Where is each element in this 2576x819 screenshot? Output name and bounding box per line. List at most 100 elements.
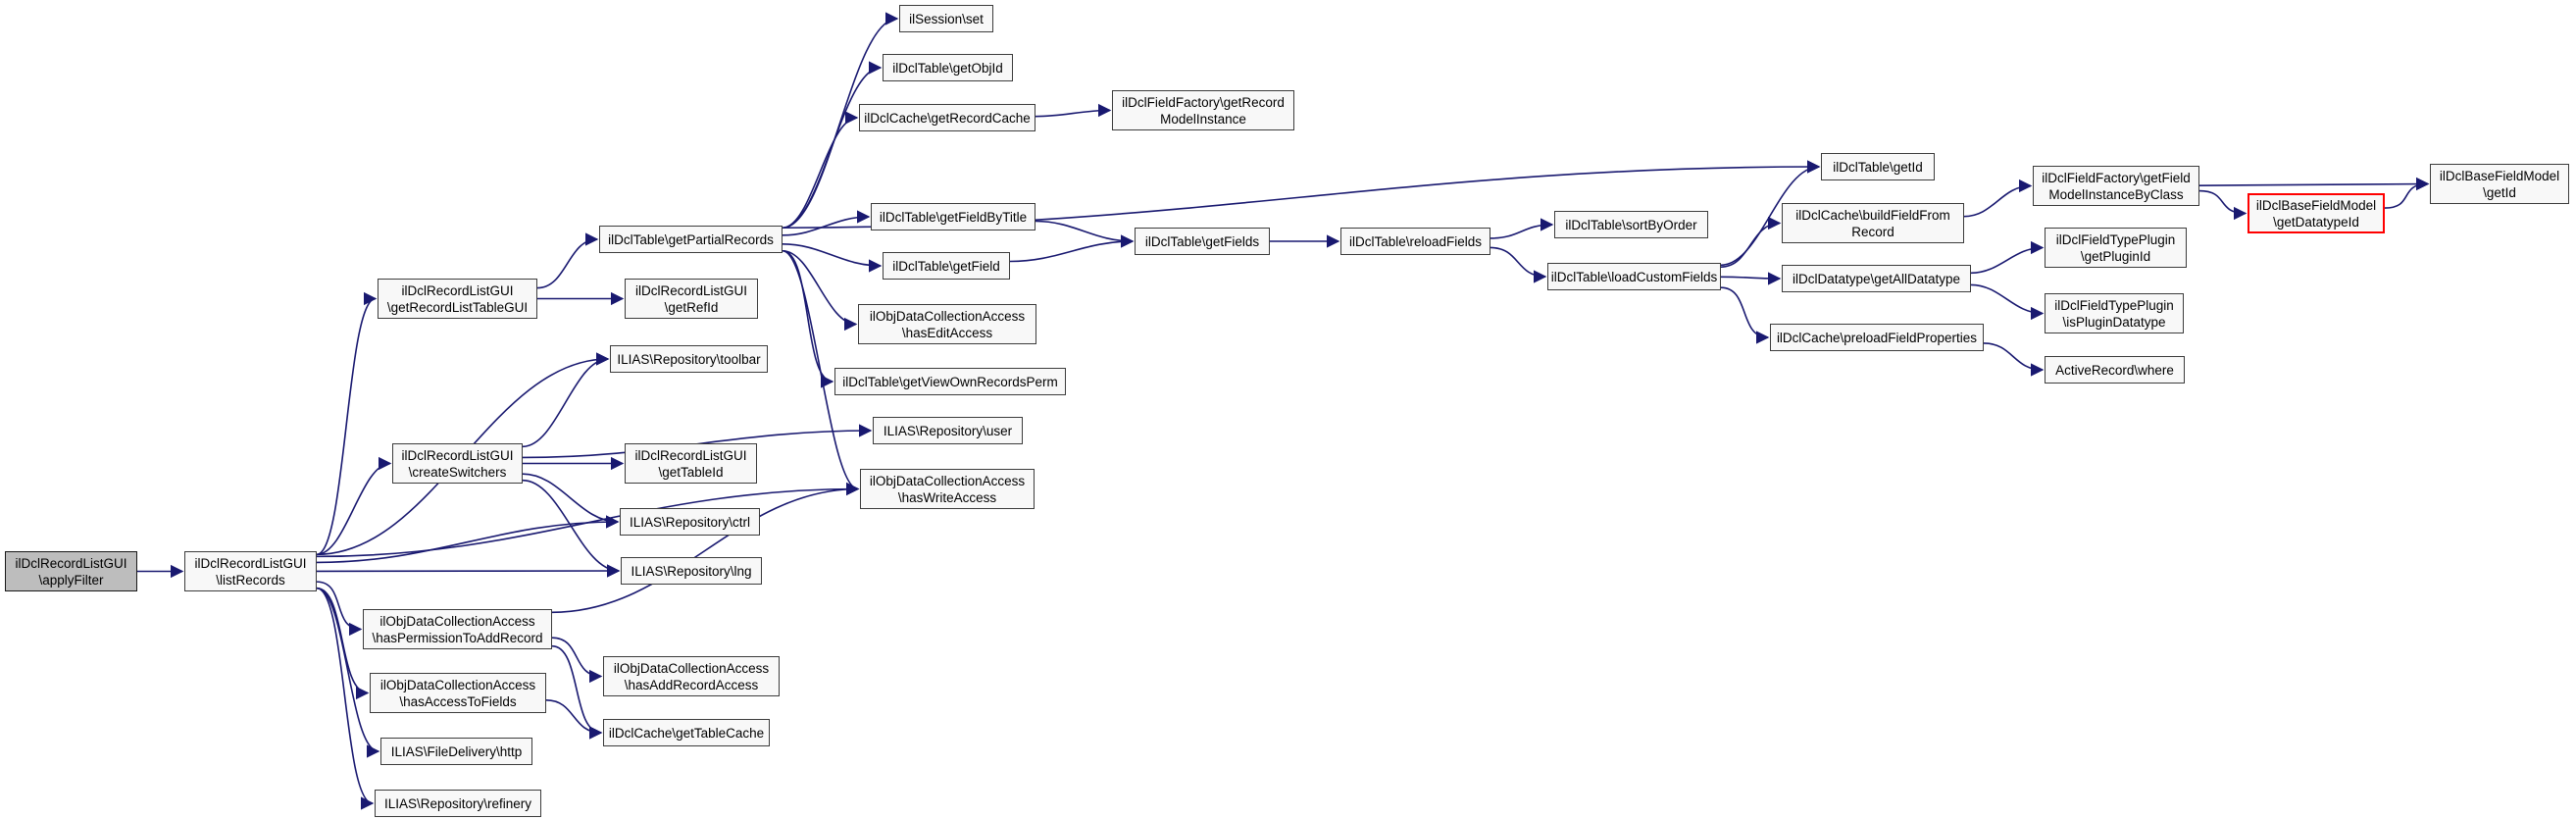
node-preloadFieldProperties[interactable]: ilDclCache\preloadFieldProperties (1770, 324, 1984, 351)
node-label-line: ILIAS\Repository\user (883, 423, 1013, 438)
node-label-line: ilDclTable\getObjId (892, 60, 1003, 76)
node-label-line: \getId (2483, 184, 2516, 200)
node-hasPermissionToAddRecord[interactable]: ilObjDataCollectionAccess\hasPermissionT… (363, 609, 552, 649)
node-label-line: ilDclFieldFactory\getRecord (1122, 94, 1285, 110)
node-label-line: ilDclTable\reloadFields (1348, 233, 1483, 249)
node-getDatatypeId[interactable]: ilDclBaseFieldModel\getDatatypeId (2248, 193, 2385, 233)
node-label-line: ILIAS\FileDelivery\http (390, 743, 523, 759)
edge-listRecords-to-hasWriteAccess (316, 482, 860, 558)
node-getViewOwnRecordsPerm[interactable]: ilDclTable\getViewOwnRecordsPerm (834, 368, 1066, 395)
edge-getDatatypeId-to-getIdBase (2384, 177, 2430, 209)
node-label-line: \hasAddRecordAccess (624, 677, 759, 692)
node-label-line: ilDclFieldTypePlugin (2054, 297, 2174, 313)
node-listRecords[interactable]: ilDclRecordListGUI\listRecords (184, 551, 317, 591)
edge-loadCustomFields-to-getAllDatatype (1720, 272, 1782, 285)
node-label-line: ILIAS\Repository\ctrl (629, 514, 751, 530)
node-label-line: ilObjDataCollectionAccess (869, 473, 1026, 488)
node-label-line: ilObjDataCollectionAccess (379, 613, 535, 629)
node-getRefId[interactable]: ilDclRecordListGUI\getRefId (625, 279, 758, 319)
node-getObjId[interactable]: ilDclTable\getObjId (883, 54, 1013, 81)
node-http[interactable]: ILIAS\FileDelivery\http (380, 738, 532, 765)
node-getPartialRecords[interactable]: ilDclTable\getPartialRecords (599, 226, 783, 253)
node-toolbar[interactable]: ILIAS\Repository\toolbar (610, 345, 768, 373)
node-getRecordListTableGUI[interactable]: ilDclRecordListGUI\getRecordListTableGUI (378, 279, 537, 319)
node-getAllDatatype[interactable]: ilDclDatatype\getAllDatatype (1782, 265, 1971, 292)
edge-hasPermissionToAddRecord-to-hasAddRecordAccess (551, 637, 603, 684)
node-getPluginId[interactable]: ilDclFieldTypePlugin\getPluginId (2045, 228, 2187, 268)
node-label-line: ilSession\set (909, 11, 984, 26)
edge-getRecordCache-to-getRecordModelInstance (1035, 103, 1112, 118)
node-refinery[interactable]: ILIAS\Repository\refinery (375, 790, 541, 817)
node-label-line: \applyFilter (38, 572, 104, 588)
node-getIdTable[interactable]: ilDclTable\getId (1821, 153, 1935, 180)
edge-getFieldModelInstanceByClass-to-getIdBase (2198, 177, 2430, 191)
node-getFields[interactable]: ilDclTable\getFields (1135, 228, 1270, 255)
node-hasAccessToFields[interactable]: ilObjDataCollectionAccess\hasAccessToFie… (370, 673, 546, 713)
node-label-line: ilDclRecordListGUI (634, 447, 747, 463)
node-where[interactable]: ActiveRecord\where (2045, 356, 2185, 384)
node-createSwitchers[interactable]: ilDclRecordListGUI\createSwitchers (392, 443, 523, 484)
node-label-line: \listRecords (216, 572, 285, 588)
node-label-line: \hasWriteAccess (897, 489, 997, 505)
node-getField[interactable]: ilDclTable\getField (883, 252, 1010, 280)
node-getIdBase[interactable]: ilDclBaseFieldModel\getId (2430, 164, 2569, 204)
node-getRecordCache[interactable]: ilDclCache\getRecordCache (859, 104, 1035, 131)
edge-listRecords-to-ctrl (316, 515, 620, 564)
node-label-line: ilDclDatatype\getAllDatatype (1792, 271, 1961, 286)
node-label-line: \hasAccessToFields (399, 693, 517, 709)
node-label-line: ilDclRecordListGUI (634, 282, 748, 298)
node-getTableCache[interactable]: ilDclCache\getTableCache (603, 719, 770, 746)
node-label-line: ilDclTable\getViewOwnRecordsPerm (842, 374, 1058, 389)
node-label-line: \getPluginId (2080, 248, 2151, 264)
edge-listRecords-to-hasPermissionToAddRecord (316, 581, 363, 637)
edge-getAllDatatype-to-getPluginId (1970, 240, 2045, 275)
edge-reloadFields-to-sortByOrder (1490, 218, 1554, 239)
node-hasWriteAccess[interactable]: ilObjDataCollectionAccess\hasWriteAccess (860, 469, 1035, 509)
node-label-line: Record (1851, 224, 1894, 239)
edge-getPartialRecords-to-hasEditAccess (782, 249, 858, 332)
node-label-line: ilDclRecordListGUI (194, 555, 307, 571)
node-label-line: ILIAS\Repository\lng (631, 563, 752, 579)
edge-getPartialRecords-to-getField (782, 243, 883, 273)
node-label-line: ilObjDataCollectionAccess (613, 660, 770, 676)
node-sortByOrder[interactable]: ilDclTable\sortByOrder (1554, 211, 1708, 238)
node-getTableId[interactable]: ilDclRecordListGUI\getTableId (625, 443, 757, 484)
node-label-line: ILIAS\Repository\refinery (383, 795, 532, 811)
node-set[interactable]: ilSession\set (899, 5, 993, 32)
node-label-line: ilDclFieldFactory\getField (2042, 170, 2191, 185)
node-label-line: ilDclTable\getFields (1144, 233, 1260, 249)
node-label-line: ActiveRecord\where (2055, 362, 2174, 378)
edge-getPartialRecords-to-getObjId (782, 61, 883, 230)
node-lng[interactable]: ILIAS\Repository\lng (621, 557, 762, 585)
node-label-line: ilDclTable\getField (892, 258, 1000, 274)
edge-hasPermissionToAddRecord-to-hasWriteAccess (551, 482, 860, 614)
node-label-line: ModelInstance (1160, 111, 1246, 127)
edge-createSwitchers-to-lng (522, 479, 621, 578)
edge-getPartialRecords-to-getViewOwnRecordsPerm (782, 249, 834, 388)
node-label-line: ilDclRecordListGUI (401, 282, 514, 298)
node-label-line: \hasEditAccess (901, 325, 993, 340)
node-label-line: ilDclTable\sortByOrder (1565, 217, 1697, 232)
node-reloadFields[interactable]: ilDclTable\reloadFields (1340, 228, 1490, 255)
node-label-line: ilDclTable\loadCustomFields (1550, 269, 1718, 284)
node-hasAddRecordAccess[interactable]: ilObjDataCollectionAccess\hasAddRecordAc… (603, 656, 780, 696)
node-getFieldByTitle[interactable]: ilDclTable\getFieldByTitle (871, 203, 1035, 230)
edge-getPartialRecords-to-hasWriteAccess (782, 249, 860, 496)
node-hasEditAccess[interactable]: ilObjDataCollectionAccess\hasEditAccess (858, 304, 1036, 344)
node-applyFilter[interactable]: ilDclRecordListGUI\applyFilter (5, 551, 137, 591)
node-label-line: \createSwitchers (408, 464, 507, 480)
node-user[interactable]: ILIAS\Repository\user (873, 417, 1023, 444)
node-label-line: \getRecordListTableGUI (386, 299, 529, 315)
node-label-line: ilDclCache\getRecordCache (864, 110, 1031, 126)
node-label-line: ilDclBaseFieldModel (2439, 168, 2560, 183)
node-label-line: ilDclFieldTypePlugin (2055, 231, 2176, 247)
node-label-line: \hasPermissionToAddRecord (372, 630, 543, 645)
node-label-line: ilDclCache\buildFieldFrom (1795, 207, 1950, 223)
node-isPluginDatatype[interactable]: ilDclFieldTypePlugin\isPluginDatatype (2045, 293, 2184, 333)
node-ctrl[interactable]: ILIAS\Repository\ctrl (620, 508, 760, 536)
node-loadCustomFields[interactable]: ilDclTable\loadCustomFields (1547, 263, 1721, 290)
